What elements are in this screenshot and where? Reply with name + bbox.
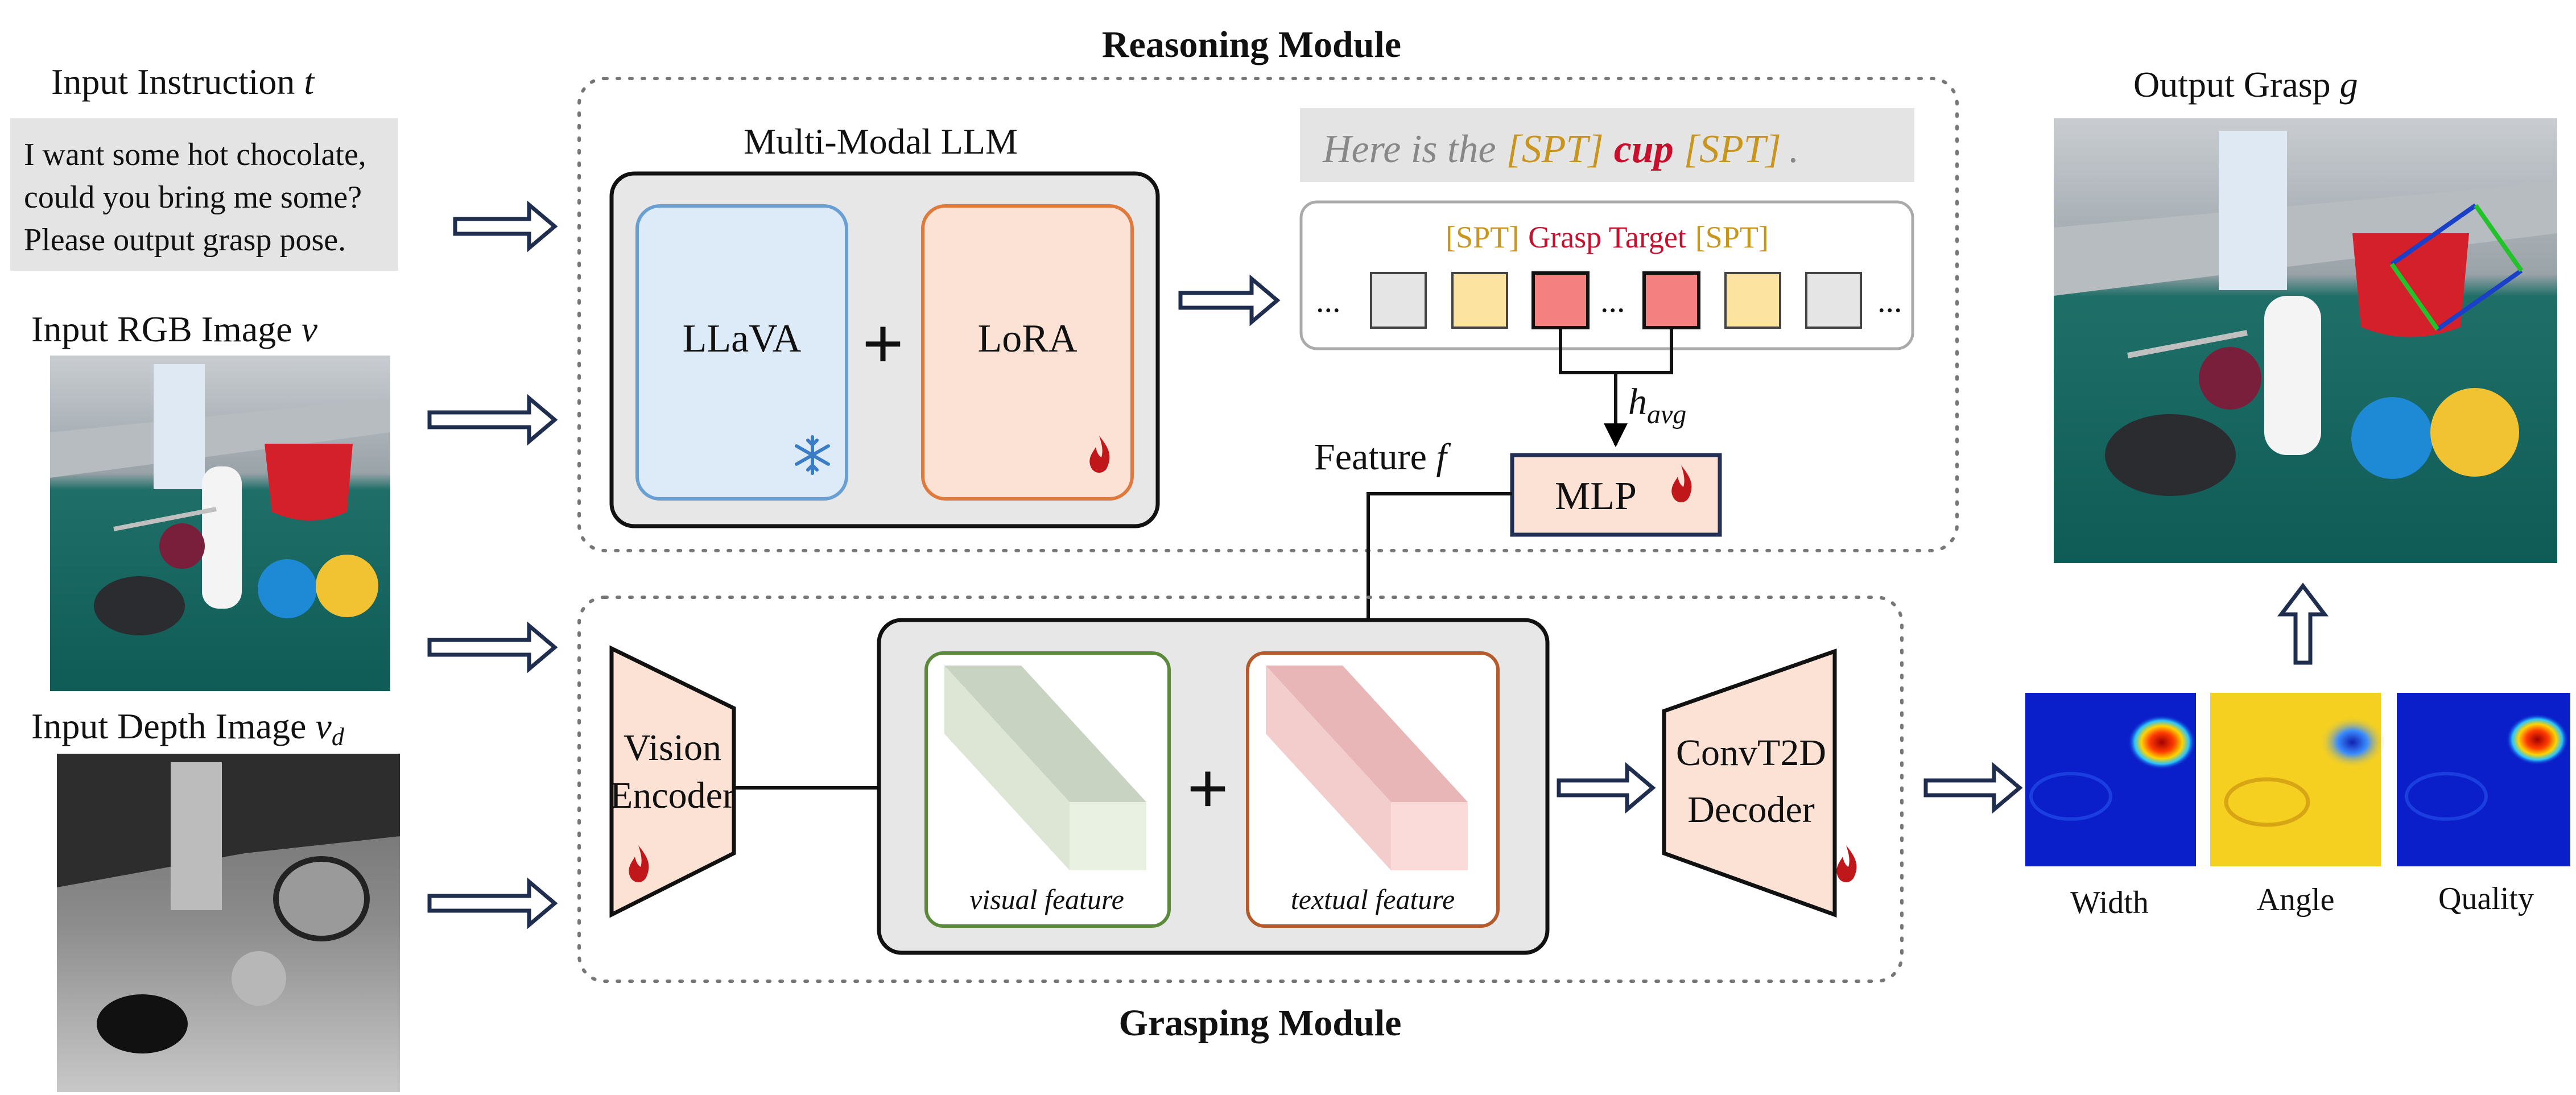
token-spt-right: [1724, 272, 1781, 329]
rgb-title: Input RGB Image v: [31, 309, 318, 349]
snowflake-icon: [795, 435, 830, 475]
llm-response-box: [1300, 108, 1914, 182]
textual-feature-prism: [1266, 666, 1468, 870]
width-map: [2025, 693, 2196, 866]
flame-icon: [1089, 436, 1110, 473]
token-header: [SPT]Grasp Target[SPT]: [1446, 220, 1769, 254]
output-title: Output Grasp g: [2133, 64, 2358, 105]
feature-connector: [1356, 492, 1512, 666]
fusion-plus-sign: +: [1187, 748, 1229, 830]
grasping-title: Grasping Module: [1119, 1002, 1402, 1044]
havg-label: havg: [1628, 381, 1686, 429]
havg-connector: [1559, 328, 1673, 448]
grasping-module-frame: [577, 596, 1904, 983]
token-spt-left: [1451, 272, 1508, 329]
llm-plus-sign: +: [862, 303, 904, 385]
decoder-line-2: Decoder: [1687, 789, 1815, 830]
token-gray-right: [1805, 272, 1862, 329]
quality-label: Quality: [2438, 881, 2534, 916]
lora-label: LoRA: [978, 317, 1078, 361]
llm-title: Multi-Modal LLM: [744, 121, 1018, 162]
instruction-title: Input Instruction t: [51, 61, 315, 102]
token-ellipsis-left: ...: [1316, 282, 1341, 319]
decoder-line-1: ConvT2D: [1676, 732, 1826, 774]
visual-feature-label: visual feature: [969, 883, 1124, 915]
vision-encoder-block: [609, 645, 736, 918]
token-target-1: [1531, 271, 1590, 329]
textual-feature-label: textual feature: [1291, 883, 1455, 915]
reasoning-title: Reasoning Module: [1102, 24, 1401, 65]
vision-encoder-line-1: Vision: [624, 727, 721, 768]
quality-map: [2397, 693, 2570, 866]
flame-icon: [629, 845, 649, 882]
instruction-line-3: Please output grasp pose.: [24, 222, 346, 258]
arrow-up-icon: [2277, 582, 2329, 665]
token-ellipsis-right: ...: [1877, 282, 1902, 319]
instruction-box: [10, 118, 398, 271]
instruction-line-1: I want some hot chocolate,: [24, 137, 366, 172]
vision-encoder-line-2: Encoder: [610, 775, 735, 816]
mlp-label: MLP: [1555, 474, 1637, 518]
visual-feature-prism: [944, 666, 1146, 870]
angle-map: [2210, 693, 2385, 866]
llava-label: LLaVA: [683, 317, 802, 361]
depth-image: [57, 754, 400, 1092]
angle-label: Angle: [2257, 882, 2335, 918]
output-grasp-image: [2054, 118, 2557, 563]
llava-box: [635, 204, 848, 501]
reasoning-module-frame: [577, 77, 1959, 552]
depth-title: Input Depth Image vd: [31, 706, 345, 751]
arrow-right-icon: [427, 200, 2023, 929]
token-target-2: [1642, 271, 1700, 329]
feature-label: Feature f: [1314, 436, 1451, 478]
llm-response-text: Here is the[SPT]cup[SPT].: [1322, 127, 1799, 171]
width-label: Width: [2070, 885, 2149, 920]
flame-icon: [1671, 465, 1692, 502]
instruction-line-2: could you bring me some?: [24, 180, 362, 215]
token-gray-left: [1370, 272, 1427, 329]
flame-icon: [1836, 845, 1857, 882]
token-ellipsis-mid: ...: [1600, 282, 1625, 319]
lora-box: [921, 204, 1134, 501]
rgb-image: [50, 356, 390, 691]
convt2d-decoder-block: [1662, 648, 1837, 918]
